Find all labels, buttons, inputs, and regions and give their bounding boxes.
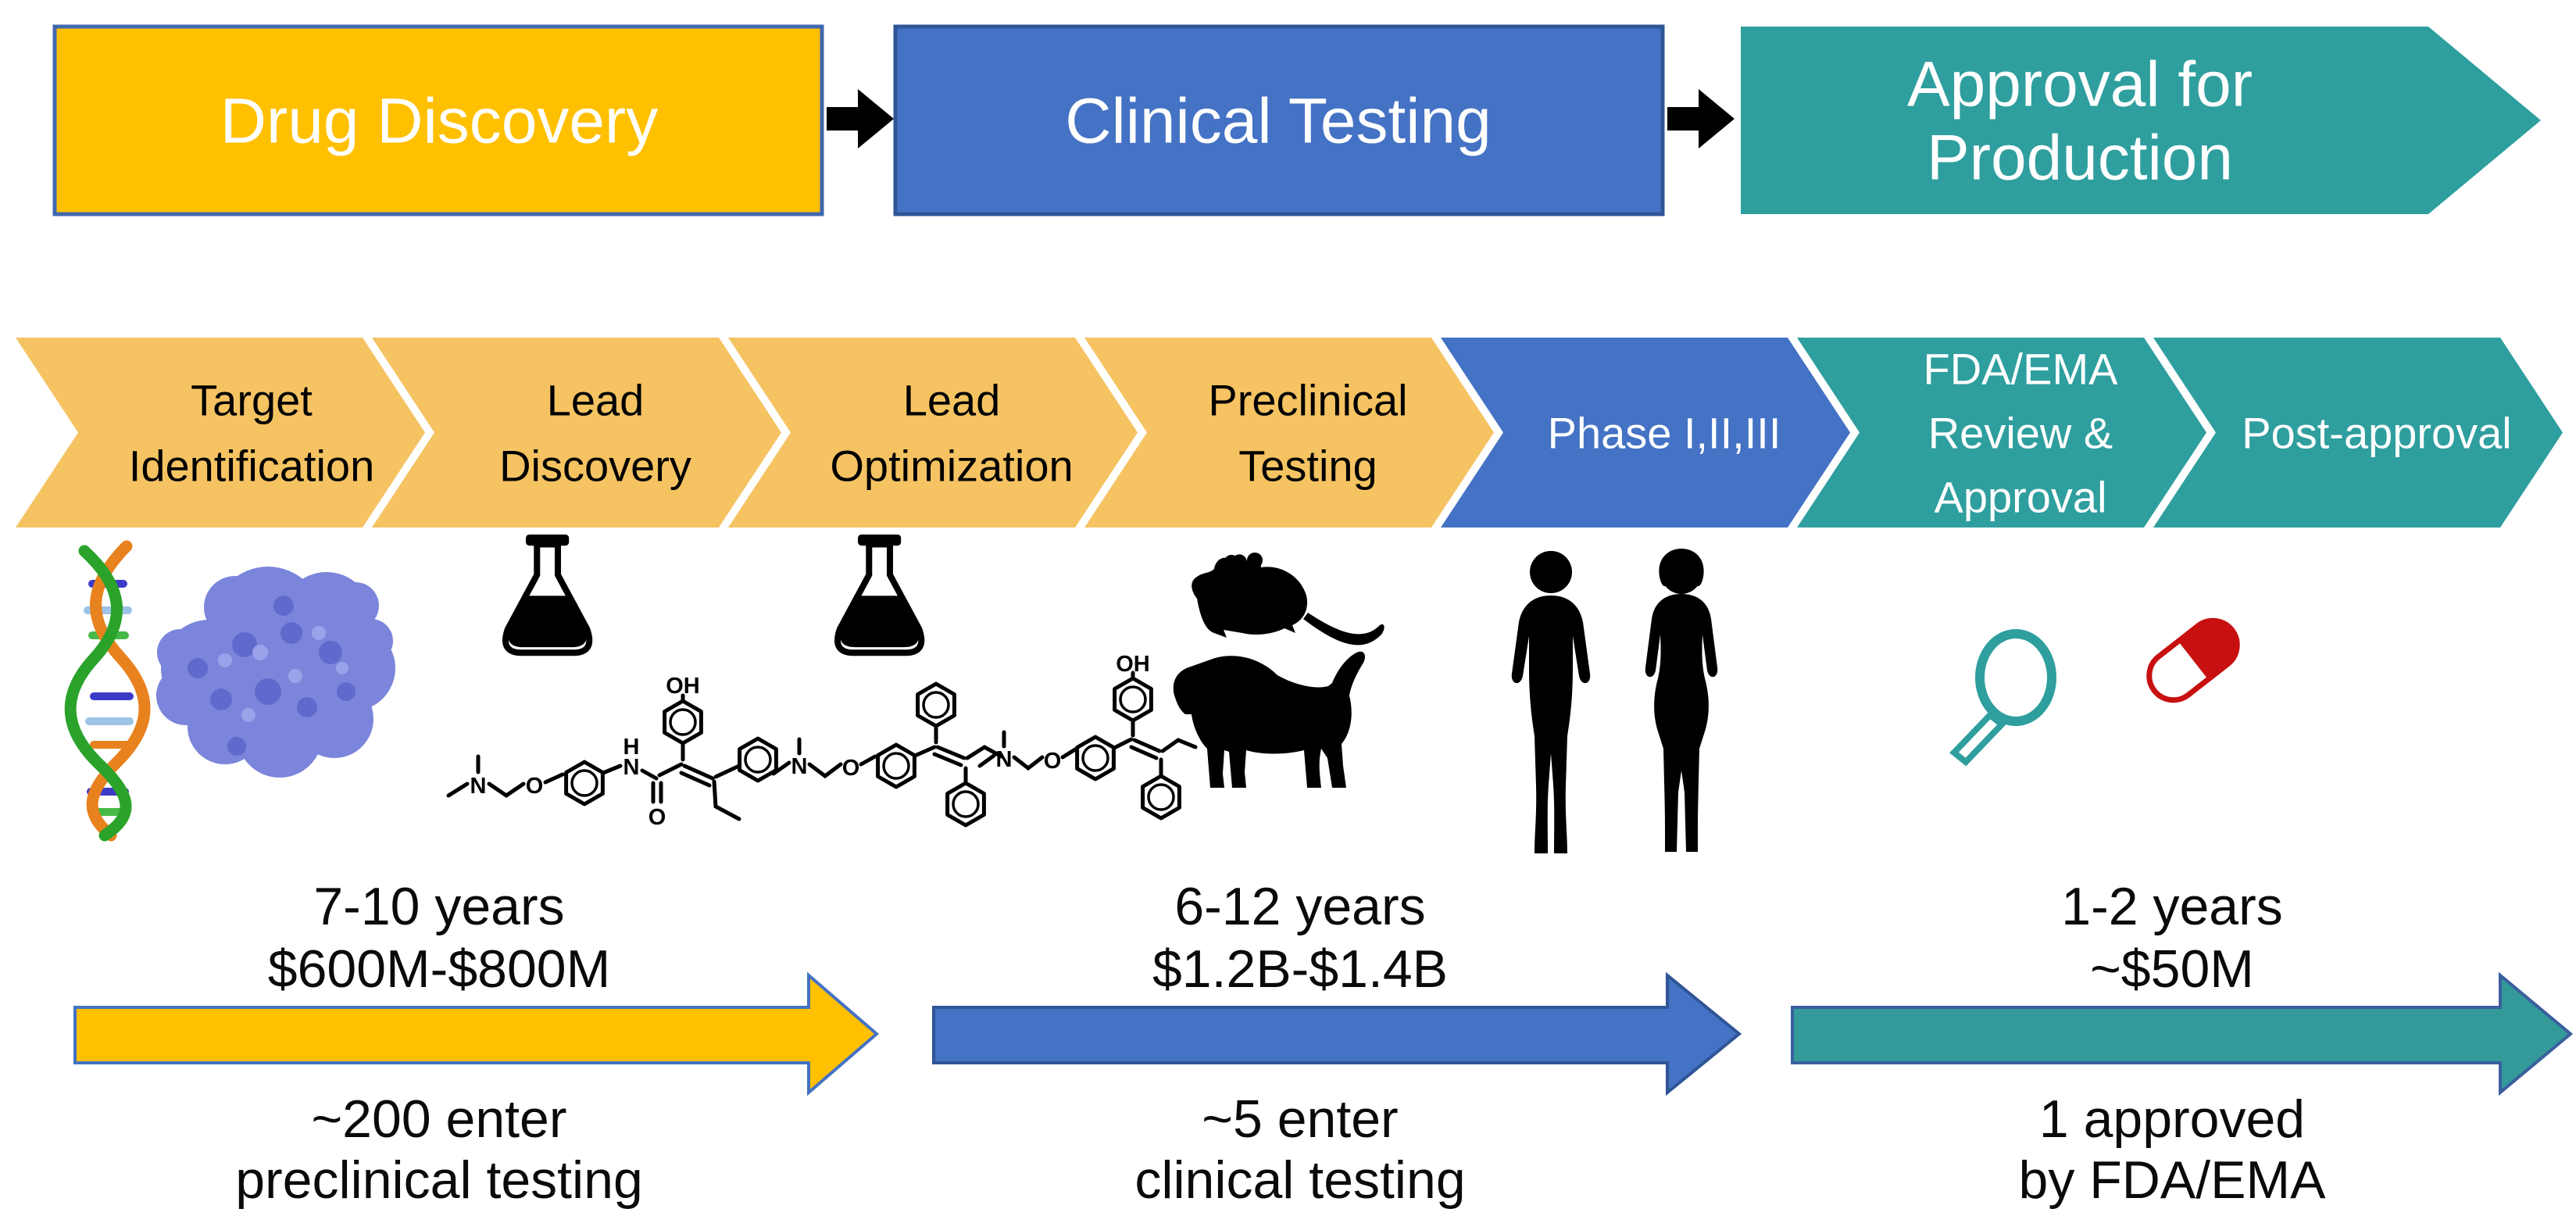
magnifier-icon (1949, 629, 2056, 767)
stage-outcome: 1 approved (2039, 1089, 2305, 1149)
stage-duration: 1-2 years (2061, 877, 2282, 936)
mouse-icon (1192, 553, 1384, 646)
chevron-label: Post-approval (2242, 409, 2512, 458)
molecule-structure-icon: N O (771, 684, 1004, 825)
male-icon (1511, 551, 1591, 853)
atom-label: O (1044, 749, 1062, 774)
chevron-label: Lead (903, 376, 1001, 425)
stage-outcome: preclinical testing (235, 1150, 643, 1210)
timeline-row: 7-10 years $600M-$800M ~200 enter precli… (73, 877, 2574, 1210)
flask-icon (838, 535, 921, 653)
chevron-label: Optimization (830, 442, 1073, 491)
clinical-testing-label: Clinical Testing (1065, 86, 1491, 157)
approval-timeline-arrow (1791, 971, 2574, 1096)
chevron-label: Testing (1238, 442, 1377, 491)
approval-production-label-line1: Approval for (1907, 49, 2253, 120)
chevron-label: Approval (1934, 473, 2106, 522)
top-flow-row: Drug Discovery Clinical Testing Approval… (52, 24, 2541, 216)
atom-label: OH (1116, 652, 1150, 677)
atom-label: N (470, 774, 487, 799)
chevron-label: Discovery (499, 442, 691, 491)
drug-discovery-box (52, 24, 824, 216)
flow-arrow-icon (827, 89, 894, 148)
atom-label: O (648, 805, 666, 830)
chevron-post-approval (2153, 338, 2563, 528)
flow-arrow-icon (1667, 89, 1735, 148)
chevron-lead-discovery (372, 338, 781, 528)
stage-duration: 7-10 years (313, 877, 564, 936)
chevron-lead-optimization (728, 338, 1138, 528)
chevron-label: Identification (129, 442, 374, 491)
chevron-target-identification (16, 338, 425, 528)
clinical-testing-box (893, 24, 1665, 216)
stage-outcome: ~200 enter (311, 1089, 566, 1149)
chevron-label: Target (191, 376, 313, 425)
protein-icon (156, 567, 395, 778)
atom-label: H (623, 735, 640, 760)
molecule-structure-icon: N O H N O OH (446, 674, 776, 830)
atom-label: N (996, 747, 1013, 772)
stage-outcome: ~5 enter (1202, 1089, 1398, 1149)
approval-production-label-line2: Production (1927, 123, 2233, 194)
chevron-preclinical-testing (1084, 338, 1494, 528)
atom-label: N (623, 755, 640, 780)
atom-label: N (791, 754, 808, 779)
chevron-label: Review & (1928, 409, 2113, 458)
chevron-label: FDA/EMA (1924, 345, 2119, 394)
chevron-row: Target Identification Lead Discovery Lea… (16, 338, 2563, 528)
molecule-structure-icon: N O OH (977, 652, 1198, 818)
clinical-timeline-arrow (932, 971, 1742, 1096)
chevron-phase-1-2-3 (1441, 338, 1850, 528)
dog-icon (1173, 651, 1365, 788)
stage-duration: 6-12 years (1174, 877, 1425, 936)
chevron-label: Phase I,II,III (1548, 409, 1781, 458)
drug-discovery-label: Drug Discovery (220, 86, 658, 157)
stage-cost: ~$50M (2090, 939, 2254, 999)
chevron-label: Lead (547, 376, 645, 425)
flask-icon (506, 535, 589, 653)
atom-label: O (842, 756, 860, 781)
atom-label: OH (666, 674, 700, 699)
stage-cost: $600M-$800M (268, 939, 610, 999)
dna-icon (64, 540, 151, 842)
chevron-label: Preclinical (1208, 376, 1407, 425)
atom-label: O (526, 774, 544, 799)
discovery-timeline-arrow (73, 971, 880, 1096)
stage-cost: $1.2B-$1.4B (1152, 939, 1448, 999)
chevron-fda-ema-review (1797, 338, 2206, 528)
approval-production-box (1741, 27, 2541, 214)
stage-outcome: by FDA/EMA (2019, 1150, 2327, 1210)
female-icon (1645, 549, 1718, 852)
stage-outcome: clinical testing (1134, 1150, 1465, 1210)
capsule-icon (2146, 617, 2240, 703)
